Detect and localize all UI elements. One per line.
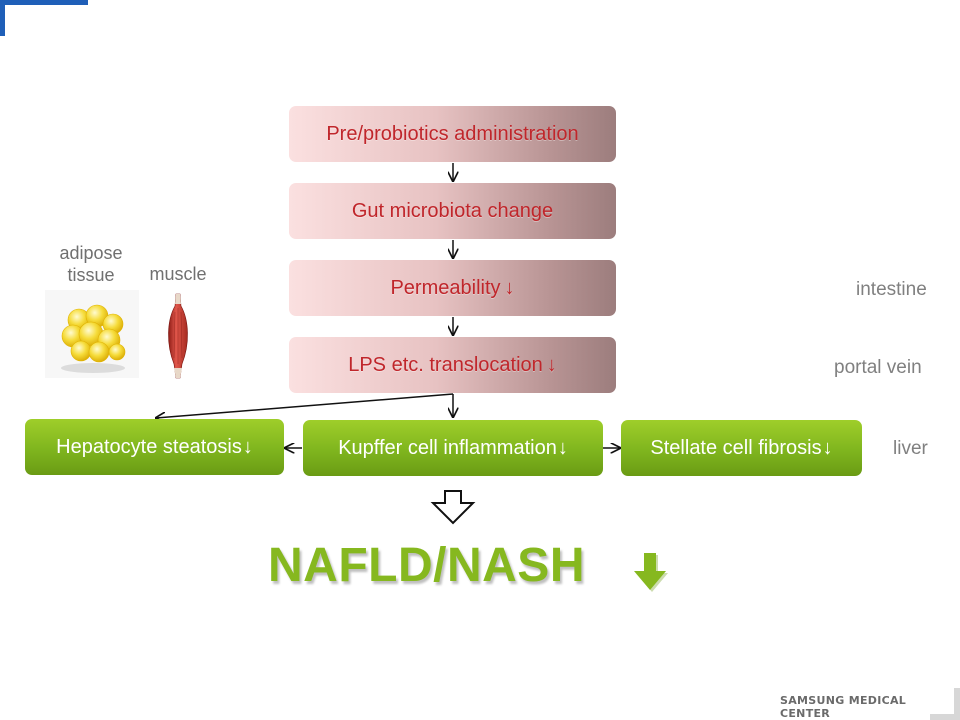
hepatocyte-label: Hepatocyte steatosis (56, 435, 242, 458)
adipose-tissue-icon (45, 290, 139, 378)
label-intestine: intestine (856, 279, 927, 300)
step-probiotics: Pre/probiotics administration (289, 106, 616, 162)
step-permeability-label: Permeability (390, 276, 501, 299)
label-portal-vein: portal vein (834, 357, 922, 378)
stellate-label: Stellate cell fibrosis (650, 436, 822, 459)
outcome-title: NAFLD/NASH (268, 539, 585, 592)
step-permeability: Permeability ↓ (289, 260, 616, 316)
box-kupffer-inflammation: Kupffer cell inflammation ↓ (303, 420, 603, 476)
down-arrow-icon: ↓ (822, 436, 833, 459)
arrow-step4-hepatocyte (156, 393, 454, 418)
down-arrow-icon: ↓ (546, 353, 557, 376)
label-liver: liver (893, 438, 928, 459)
label-muscle: muscle (149, 264, 207, 284)
step-microbiota: Gut microbiota change (289, 183, 616, 239)
kupffer-label: Kupffer cell inflammation (338, 436, 557, 459)
down-arrow-icon: ↓ (504, 276, 515, 299)
box-stellate-fibrosis: Stellate cell fibrosis ↓ (621, 420, 862, 476)
step-microbiota-label: Gut microbiota change (351, 199, 554, 222)
down-arrow-icon: ↓ (242, 435, 253, 458)
corner-accent-top (0, 0, 88, 5)
corner-accent-right (954, 688, 960, 720)
green-down-arrow-icon (634, 553, 668, 592)
box-hepatocyte-steatosis: Hepatocyte steatosis ↓ (25, 419, 284, 475)
step-lps-label: LPS etc. translocation (348, 353, 543, 376)
corner-accent-bottom (930, 714, 960, 720)
muscle-icon (168, 293, 188, 379)
down-arrow-icon: ↓ (557, 436, 568, 459)
footer-brand: SAMSUNG MEDICAL CENTER (780, 694, 907, 720)
label-adipose-tissue: adipose tissue (59, 243, 123, 285)
corner-accent-left (0, 0, 5, 36)
step-probiotics-label: Pre/probiotics administration (326, 122, 579, 145)
step-lps: LPS etc. translocation ↓ (289, 337, 616, 393)
hollow-down-arrow-icon (430, 490, 476, 525)
